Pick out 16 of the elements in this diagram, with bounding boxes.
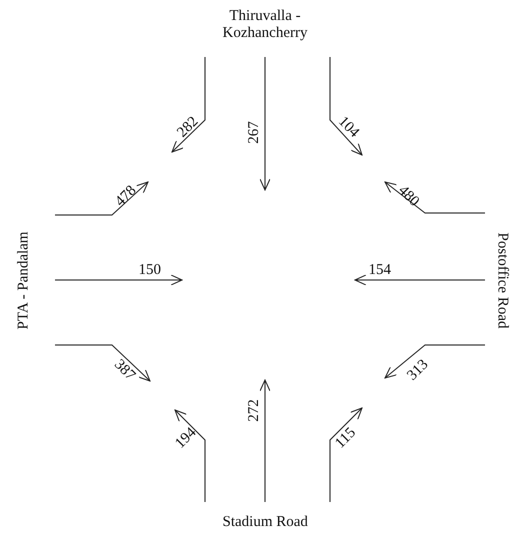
- traffic-count: 267: [245, 120, 262, 144]
- traffic-count: 313: [404, 356, 432, 384]
- traffic-count: 478: [112, 182, 140, 210]
- traffic-count: 272: [245, 398, 262, 422]
- road-name: PTA - Pandalam: [15, 231, 32, 329]
- traffic-count: 480: [394, 182, 422, 210]
- traffic-count: 115: [332, 424, 360, 452]
- road-name: Thiruvalla - Kozhancherry: [222, 8, 308, 42]
- traffic-count: 387: [110, 356, 138, 384]
- traffic-count: 154: [368, 262, 391, 278]
- road-name: Stadium Road: [222, 514, 308, 530]
- road-name: Postoffice Road: [493, 232, 510, 328]
- traffic-count: 150: [138, 262, 161, 278]
- traffic-count: 104: [334, 113, 362, 141]
- traffic-count: 194: [172, 424, 200, 452]
- traffic-count: 282: [174, 113, 202, 141]
